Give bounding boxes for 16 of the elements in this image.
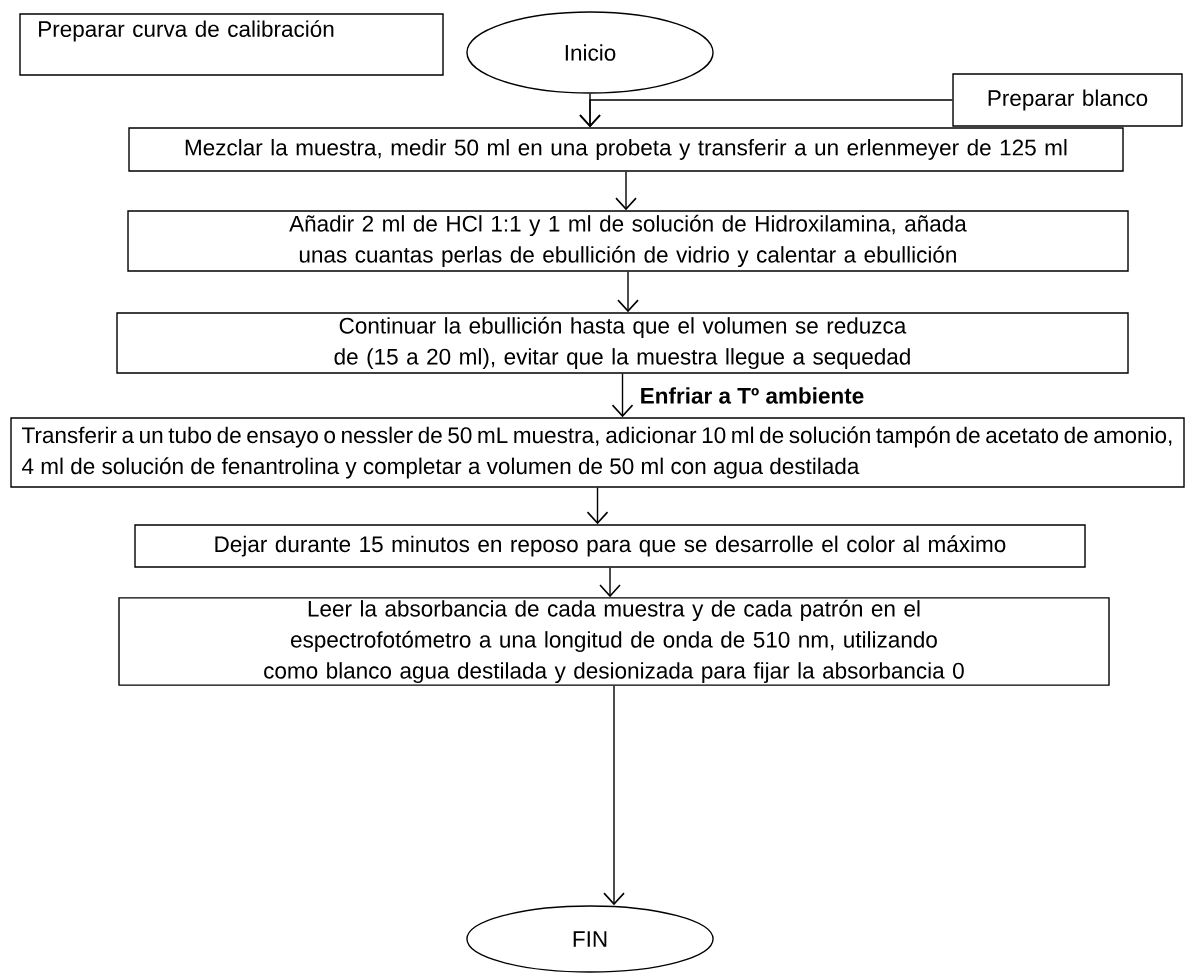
arrow: [603, 685, 625, 906]
arrow: [586, 487, 609, 525]
process-box: Dejar durante 15 minutos en reposo para que se desarrolle el color al máximo: [134, 524, 1086, 568]
process-box: Preparar blanco: [952, 73, 1183, 127]
arrow: [579, 99, 953, 128]
arrow: [615, 171, 637, 211]
process-box: Añadir 2 ml de HCl 1:1 y 1 ml de solución de Hidroxilamina, añada unas cuantas perlas de ebullición de vidrio y calentar a ebullición: [127, 210, 1129, 272]
arrow: [617, 271, 639, 313]
arrow: [611, 373, 634, 418]
process-box: Leer la absorbancia de cada muestra y de cada patrón en el espectrofotómetro a una longitud de onda de 510 nm, utilizando como blanco agua destilada y desionizada para fijar la absorbancia 0: [118, 597, 1110, 686]
edge-label: Enfriar a Tº ambiente: [638, 386, 866, 405]
process-box: Continuar la ebullición hasta que el volumen se reduzca de (15 a 20 ml), evitar que la muestra llegue a sequedad: [116, 312, 1129, 374]
arrow: [599, 567, 621, 598]
process-box: Mezclar la muestra, medir 50 ml en una probeta y transferir a un erlenmeyer de 125 ml: [128, 127, 1124, 172]
process-box: Preparar curva de calibración: [19, 13, 444, 76]
process-box: Transferir a un tubo de ensayo o nessler de 50 mL muestra, adicionar 10 ml de solución tampón de acetato de amonio, 4 ml de solución de fenantrolina y completar a volumen de 50 ml con agua destilada: [10, 417, 1185, 488]
